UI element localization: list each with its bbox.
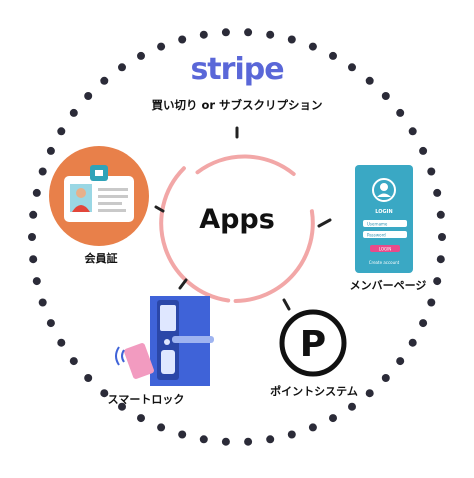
outer-dot	[100, 76, 109, 85]
p-coin-icon: P	[279, 309, 347, 377]
outer-dot	[365, 76, 374, 85]
outer-dot	[28, 233, 36, 241]
outer-dot	[266, 30, 275, 39]
points-glyph: P	[300, 324, 326, 365]
outer-dot	[308, 423, 317, 432]
outer-dot	[408, 127, 417, 136]
phone-password-field: Password	[367, 233, 386, 238]
outer-dot	[381, 92, 390, 100]
outer-dot	[137, 414, 145, 423]
outer-dot	[57, 127, 66, 136]
phone-login-button: LOGIN	[379, 247, 392, 252]
stripe-caption: 買い切り or サブスクリプション	[151, 98, 323, 112]
outer-dot	[46, 319, 55, 328]
outer-dot	[69, 357, 78, 366]
outer-dot	[32, 277, 41, 286]
outer-dot	[329, 51, 337, 60]
outer-dot	[118, 402, 126, 411]
connector-member-page	[317, 218, 332, 228]
outer-dot	[244, 437, 253, 446]
outer-dot	[408, 338, 417, 347]
outer-dot	[348, 402, 356, 411]
outer-dot	[29, 210, 38, 219]
outer-dot	[419, 319, 428, 328]
outer-dot	[266, 435, 275, 444]
outer-dot	[199, 435, 208, 444]
phone-username-field: Username	[367, 222, 388, 227]
outer-dot	[100, 389, 109, 398]
outer-dot	[419, 146, 428, 155]
outer-dot	[38, 167, 47, 176]
outer-dot	[244, 28, 253, 37]
points-label: ポイントシステム	[270, 385, 358, 398]
outer-dot	[178, 430, 187, 439]
outer-dot	[438, 233, 446, 241]
outer-dot	[433, 277, 442, 286]
phone-screen: LOGIN Username Password LOGIN Create acc…	[367, 209, 400, 265]
center-label: Apps	[199, 204, 275, 235]
outer-dotted-circle	[28, 28, 446, 446]
outer-dot	[427, 298, 436, 307]
connector-points	[282, 298, 291, 311]
outer-dot	[178, 35, 187, 44]
outer-dot	[287, 35, 296, 44]
outer-dot	[38, 298, 47, 307]
member-card-label: 会員証	[84, 252, 118, 265]
login-phone-icon	[355, 165, 413, 273]
outer-dot	[57, 338, 66, 347]
outer-dot	[433, 188, 442, 197]
outer-dot	[427, 167, 436, 176]
stripe-logo: stripe	[190, 52, 284, 87]
connectors	[154, 126, 332, 311]
outer-dot	[157, 423, 166, 432]
outer-dot	[118, 63, 126, 72]
outer-dot	[157, 42, 166, 51]
outer-dot	[69, 108, 78, 117]
id-card-icon	[49, 146, 149, 246]
outer-dot	[46, 146, 55, 155]
outer-dot	[396, 357, 405, 366]
outer-dot	[436, 255, 445, 264]
connector-smart-lock	[178, 278, 188, 290]
phone-footer: Create account	[369, 260, 400, 265]
outer-dot	[29, 255, 38, 264]
member-page-label: メンバーページ	[349, 279, 427, 292]
outer-dot	[381, 374, 390, 382]
outer-dot	[365, 389, 374, 398]
outer-dot	[199, 30, 208, 39]
outer-dot	[329, 414, 337, 423]
center-ring	[159, 154, 315, 303]
outer-dot	[84, 374, 93, 382]
outer-dot	[84, 92, 93, 100]
outer-dot	[137, 51, 145, 60]
outer-dot	[348, 63, 356, 72]
smart-lock-icon	[115, 296, 214, 386]
outer-dot	[221, 28, 230, 37]
outer-dot	[32, 188, 41, 197]
connector-member-card	[154, 205, 165, 213]
outer-dot	[436, 210, 445, 219]
phone-login-title: LOGIN	[375, 209, 392, 215]
outer-dot	[287, 430, 296, 439]
smart-lock-label: スマートロック	[107, 393, 185, 406]
outer-dot	[396, 108, 405, 117]
outer-dot	[308, 42, 317, 51]
outer-dot	[221, 437, 230, 446]
